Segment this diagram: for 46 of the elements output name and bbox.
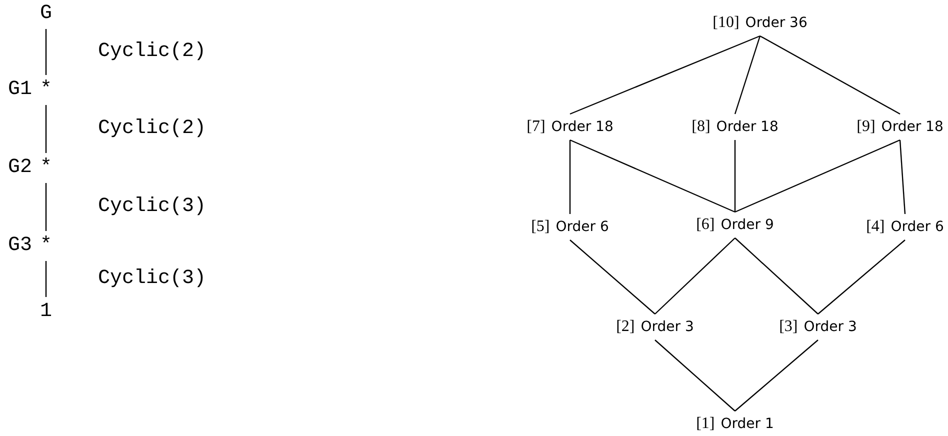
series-mark: * xyxy=(40,78,52,102)
node-index: [3] xyxy=(779,318,798,336)
node-index: [2] xyxy=(616,318,635,336)
node-index: [5] xyxy=(531,218,550,236)
connector-line xyxy=(654,340,736,412)
connector-line xyxy=(734,238,818,314)
node-index: [7] xyxy=(526,118,546,136)
connector-line xyxy=(734,36,761,114)
connector-line xyxy=(734,140,736,212)
connector-line xyxy=(45,261,47,297)
connector-line xyxy=(45,105,47,153)
connector-line xyxy=(45,183,47,231)
connector-line xyxy=(570,35,760,115)
order-label: Order 6 xyxy=(556,218,609,236)
order-label: Order 6 xyxy=(890,218,944,236)
connector-line xyxy=(570,240,656,314)
order-label: Order 9 xyxy=(720,216,774,234)
connector-line xyxy=(734,340,818,412)
order-label: Order 36 xyxy=(745,14,808,32)
connector-line xyxy=(570,139,736,213)
connector-line xyxy=(654,238,736,314)
order-label: Order 18 xyxy=(881,118,944,136)
node-index: [4] xyxy=(866,218,885,236)
connector-line xyxy=(734,139,900,213)
order-label: Order 18 xyxy=(716,118,778,136)
order-label: Order 3 xyxy=(640,318,694,336)
connector-line xyxy=(818,240,906,314)
order-label: Order 1 xyxy=(720,415,774,433)
order-label: Order 3 xyxy=(804,318,857,336)
group-name: G xyxy=(40,2,52,26)
node-index: [9] xyxy=(856,118,876,136)
order-label: Order 18 xyxy=(551,118,614,136)
group-name: G2 xyxy=(8,156,34,180)
series-mark: * xyxy=(40,156,52,180)
node-index: [1] xyxy=(696,415,715,433)
connector-line xyxy=(45,29,47,75)
node-index: [10] xyxy=(712,14,740,32)
node-index: [8] xyxy=(692,118,710,136)
node-index: [6] xyxy=(696,216,715,234)
group-name: G1 xyxy=(8,78,34,102)
group-name: G3 xyxy=(8,234,34,258)
connector-line xyxy=(569,140,571,214)
series-mark: * xyxy=(40,234,52,258)
connector-line xyxy=(760,35,900,115)
group-name: 1 xyxy=(40,300,52,324)
connector-line xyxy=(899,140,906,214)
